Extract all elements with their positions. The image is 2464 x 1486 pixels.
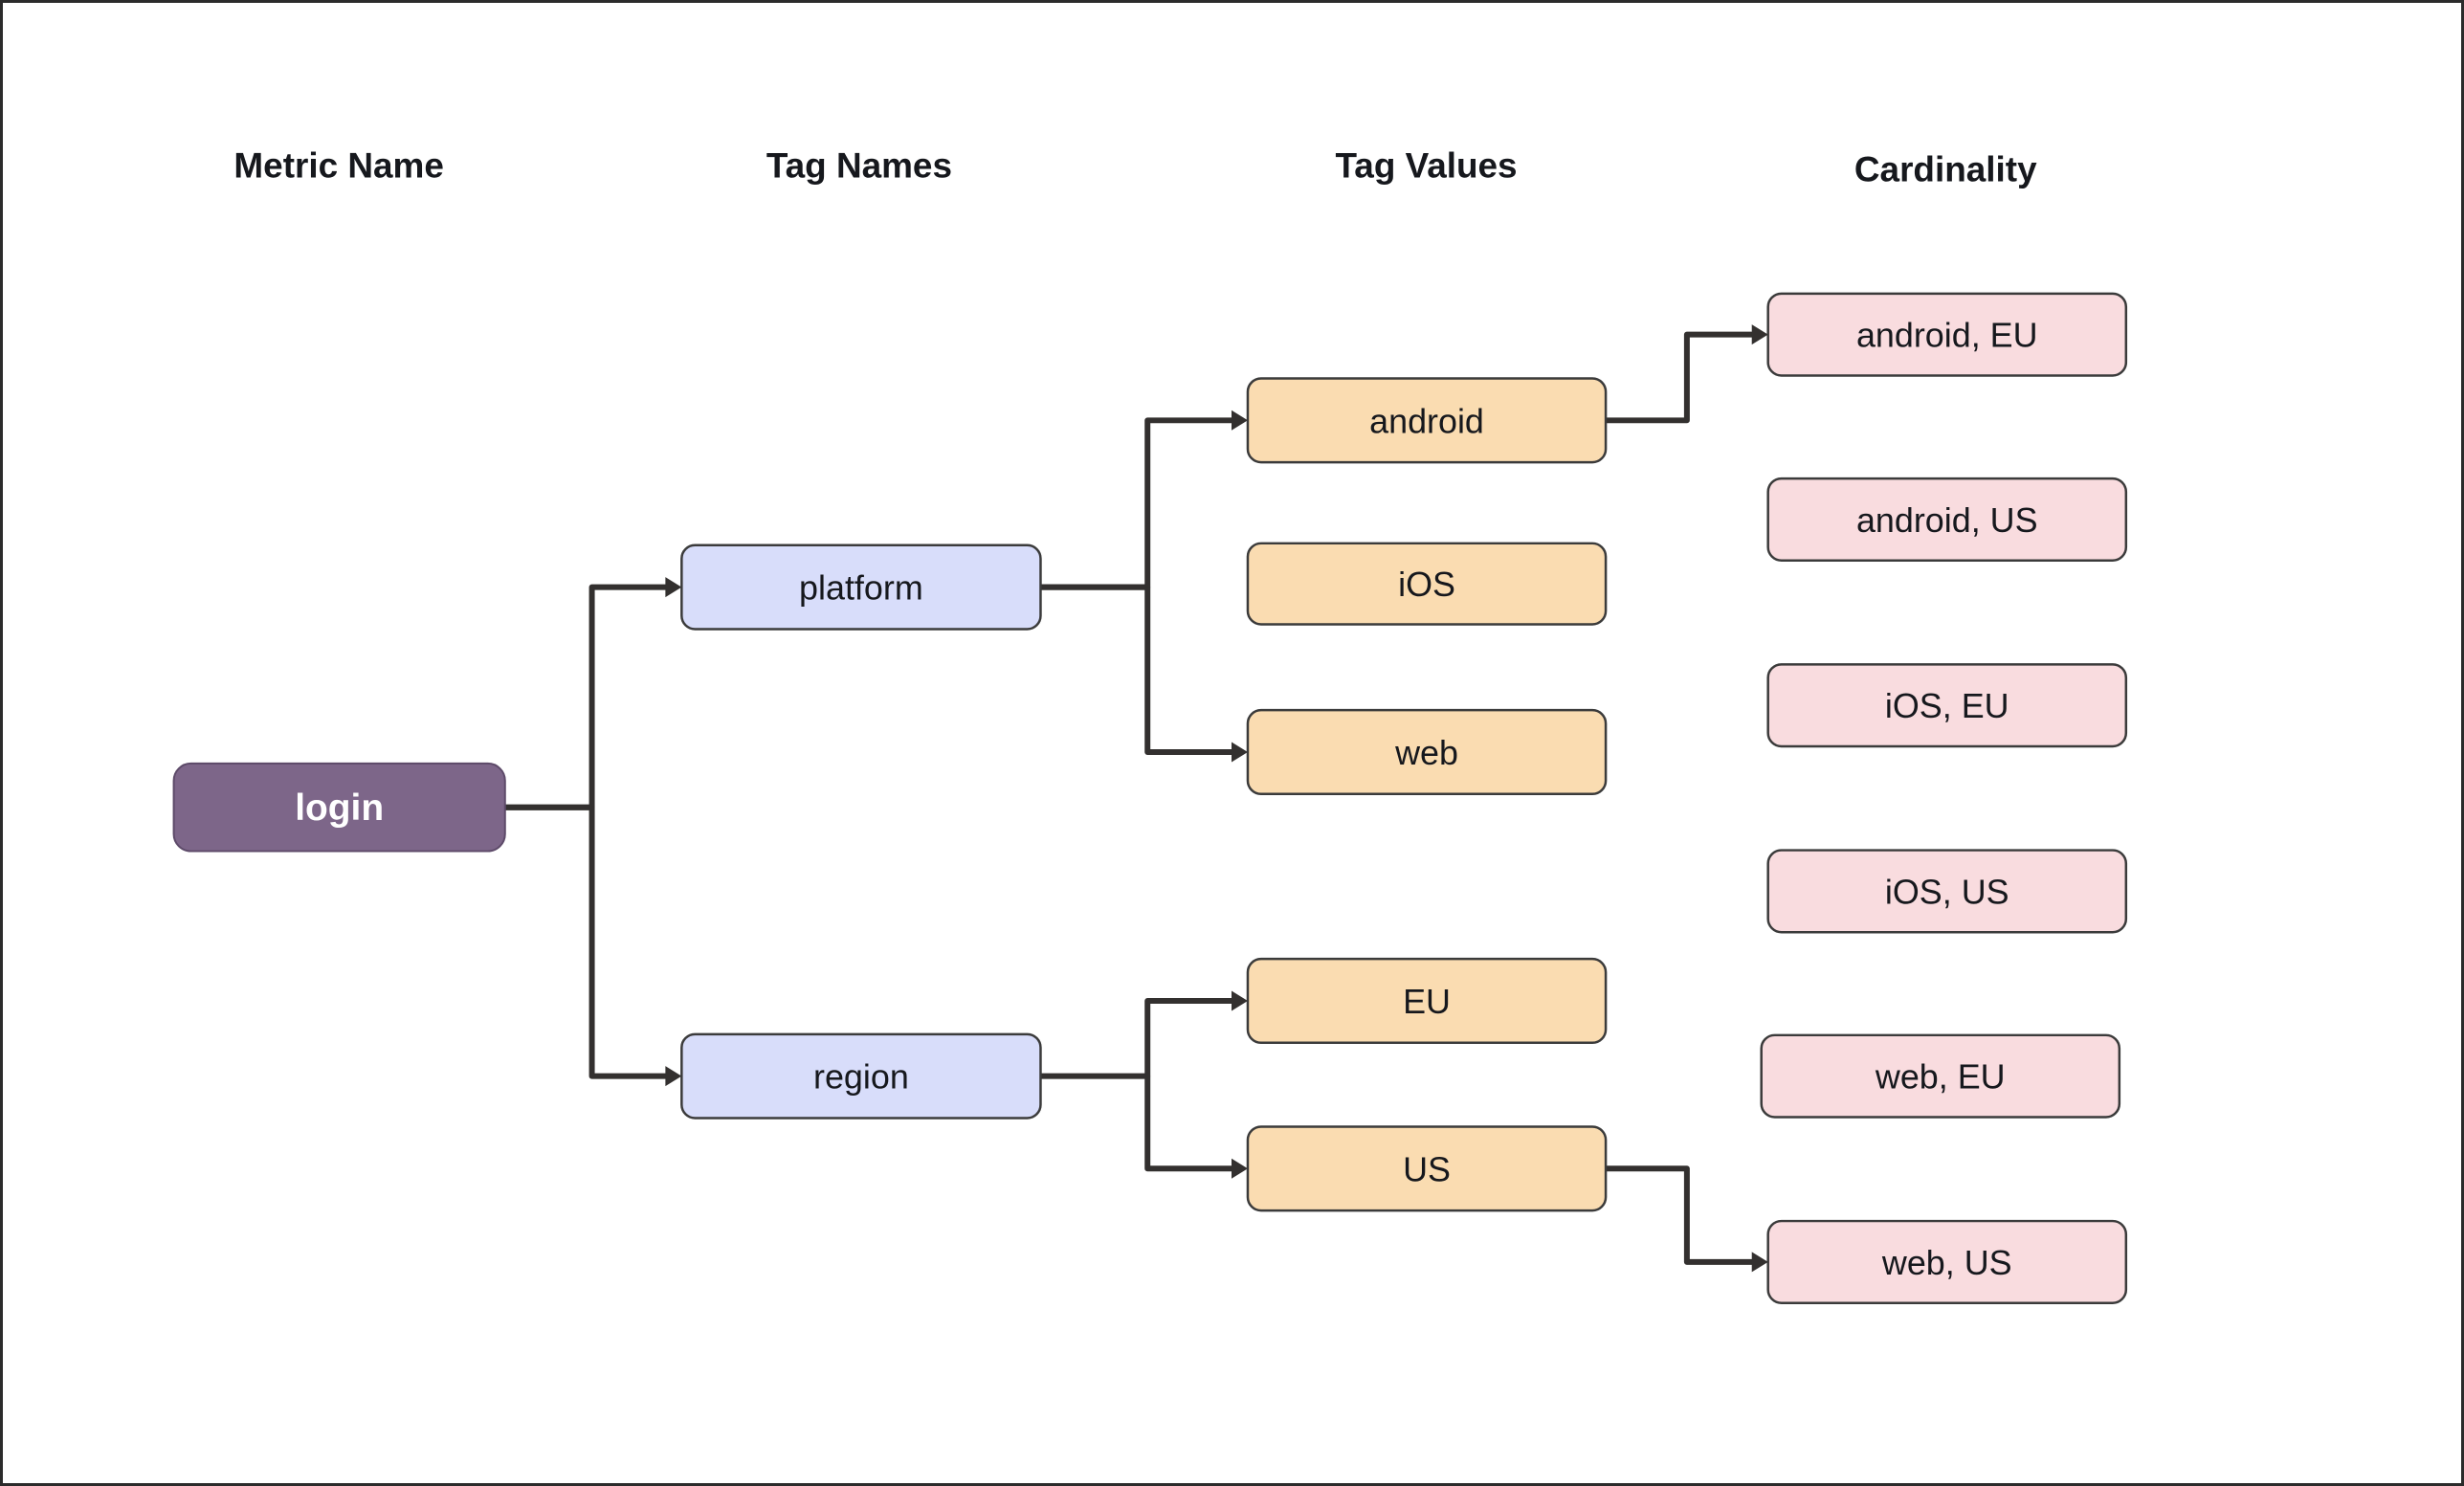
tag-value-node-label-eu: EU <box>1403 983 1451 1021</box>
tag-value-node-android[interactable]: android <box>1246 377 1608 464</box>
tag-name-node-label-region: region <box>813 1058 909 1097</box>
cardinality-node-box-android-eu[interactable] <box>1766 292 2128 377</box>
cardinality-node-web-eu[interactable]: web, EU <box>1760 1033 2121 1119</box>
cardinality-node-label-ios-us: iOS, US <box>1885 873 2009 911</box>
arrowhead-region-to-eu <box>1232 990 1248 1011</box>
tag-value-node-box-android[interactable] <box>1246 377 1608 464</box>
cardinality-node-box-ios-us[interactable] <box>1766 849 2128 934</box>
tag-value-node-box-us[interactable] <box>1246 1125 1608 1212</box>
tag-value-node-ios[interactable]: iOS <box>1246 542 1608 626</box>
tag-value-node-box-web[interactable] <box>1246 708 1608 796</box>
metric-node-label-login: login <box>295 787 384 829</box>
cardinality-node-label-ios-eu: iOS, EU <box>1885 687 2009 725</box>
tag-value-node-label-android: android <box>1369 402 1484 440</box>
cardinality-node-box-web-us[interactable] <box>1766 1219 2128 1304</box>
cardinality-node-label-android-eu: android, EU <box>1856 317 2038 355</box>
edges-layer <box>504 324 1768 1273</box>
arrowhead-login-to-platform <box>665 577 682 598</box>
tag-value-node-web[interactable]: web <box>1246 708 1608 796</box>
cardinality-node-label-android-us: android, US <box>1856 501 2038 540</box>
cardinality-node-box-android-us[interactable] <box>1766 477 2128 562</box>
cardinality-node-ios-us[interactable]: iOS, US <box>1766 849 2128 934</box>
arrowhead-platform-to-web <box>1232 742 1248 763</box>
edge-login-to-platform <box>504 584 672 810</box>
arrowhead-login-to-region <box>665 1066 682 1087</box>
tag-value-node-label-us: US <box>1403 1150 1451 1188</box>
tag-name-node-box-region[interactable] <box>680 1032 1042 1120</box>
tag-value-node-box-eu[interactable] <box>1246 957 1608 1045</box>
cardinality-node-ios-eu[interactable]: iOS, EU <box>1766 663 2128 748</box>
edge-platform-to-web <box>1144 587 1237 755</box>
tag-value-node-box-ios[interactable] <box>1246 542 1608 626</box>
column-header-tag-names: Tag Names <box>766 145 952 185</box>
column-headers-layer: Metric Name Tag Names Tag Values Cardinalit… <box>233 145 2037 189</box>
cardinality-node-box-web-eu[interactable] <box>1760 1033 2121 1119</box>
edge-login-to-region <box>504 804 672 1079</box>
tag-value-node-label-ios: iOS <box>1398 566 1455 604</box>
tag-name-node-region[interactable]: region <box>680 1032 1042 1120</box>
tag-name-node-platform[interactable]: platform <box>680 543 1042 631</box>
cardinality-node-web-us[interactable]: web, US <box>1766 1219 2128 1304</box>
arrowhead-platform-to-android <box>1232 410 1248 431</box>
arrowhead-android-to-android-eu <box>1751 324 1768 345</box>
cardinality-node-android-us[interactable]: android, US <box>1766 477 2128 562</box>
metric-node-login[interactable]: login <box>172 762 506 853</box>
column-header-cardinality: Cardinality <box>1854 149 2037 189</box>
tag-name-node-box-platform[interactable] <box>680 543 1042 631</box>
edge-region-to-eu <box>1040 997 1237 1079</box>
cardinality-node-box-ios-eu[interactable] <box>1766 663 2128 748</box>
cardinality-node-label-web-us: web, US <box>1881 1244 2012 1282</box>
column-header-tag-values: Tag Values <box>1335 145 1517 185</box>
arrowhead-us-to-web-us <box>1751 1252 1768 1273</box>
metric-node-box-login[interactable] <box>172 762 506 853</box>
edge-region-to-us <box>1144 1076 1237 1172</box>
column-header-metric-name: Metric Name <box>233 145 443 185</box>
edge-us-to-web-us <box>1606 1165 1758 1265</box>
tag-value-node-us[interactable]: US <box>1246 1125 1608 1212</box>
cardinality-node-label-web-eu: web, EU <box>1875 1058 2006 1097</box>
edge-platform-to-android <box>1040 417 1237 590</box>
cardinality-node-android-eu[interactable]: android, EU <box>1766 292 2128 377</box>
tag-name-node-label-platform: platform <box>799 569 923 608</box>
arrowhead-region-to-us <box>1232 1158 1248 1179</box>
edge-android-to-android-eu <box>1606 331 1758 424</box>
tag-value-node-eu[interactable]: EU <box>1246 957 1608 1045</box>
tag-value-node-label-web: web <box>1394 734 1458 772</box>
